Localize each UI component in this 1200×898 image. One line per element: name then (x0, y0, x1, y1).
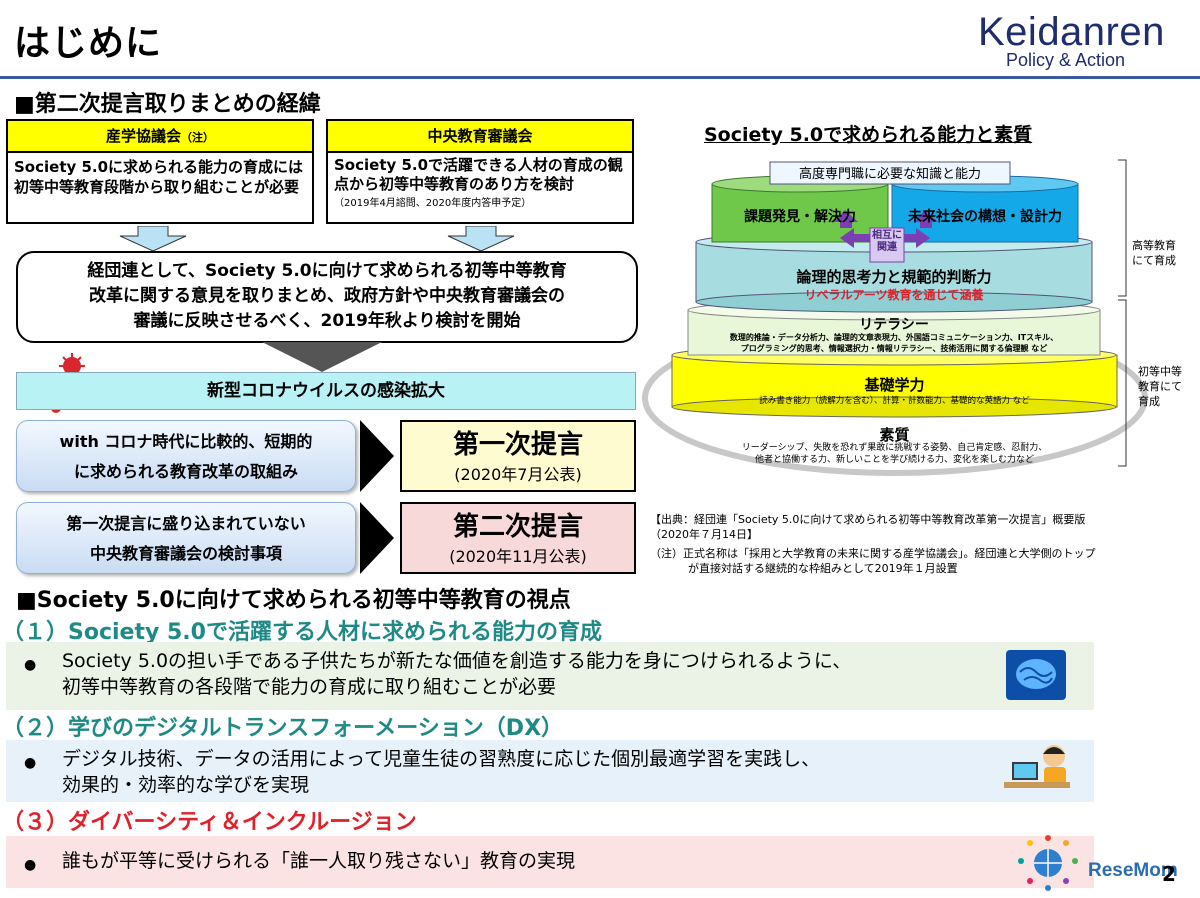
base-detail-line-2: 他者と協働する力、新しいことを学び続ける力、変化を楽しむ力など (754, 455, 1034, 465)
with-corona-line-2: に求められる教育改革の取組み (73, 462, 298, 481)
point3-line-1: 誰もが平等に受けられる「誰一人取り残さない」教育の実現 (62, 850, 576, 872)
point3-heading: （３）ダイバーシティ＆インクルージョン (2, 810, 417, 835)
diversity-globe-icon (1018, 835, 1078, 891)
header-divider (0, 76, 1200, 79)
mutual-label: 相互に 関連 (870, 230, 904, 254)
first-proposal-title: 第一次提言 (452, 430, 583, 460)
point2-line-1: デジタル技術、データの活用によって児童生徒の習熟度に応じた個別最適学習を実践し、 (62, 748, 821, 770)
point1-line-2: 初等中等教育の各段階で能力の育成に取り組むことが必要 (62, 676, 557, 698)
point1-heading: （１）Society 5.0で活躍する人材に求められる能力の育成 (2, 620, 602, 645)
base-detail-line-1: リーダーシップ、失敗を恐れず果敢に挑戦する姿勢、自己肯定感、忍耐力、 (741, 443, 1048, 453)
unaddressed-items-box: 第一次提言に盛り込まれていない 中央教育審議会の検討事項 (16, 502, 356, 574)
tier3-detail-line-1: 数理的推論・データ分析力、論理的文章表現力、外国語コミュニケーション力、ITスキ… (729, 333, 1059, 342)
bullet-icon: ● (24, 657, 37, 673)
k12-label: 初等中等 教育にて 育成 (1138, 364, 1182, 409)
study-line-1: 経団連として、Society 5.0に向けて求められる初等中等教育 (87, 261, 567, 281)
point2-band: ● デジタル技術、データの活用によって児童生徒の習熟度に応じた個別最適学習を実践… (6, 740, 1094, 802)
chukyoshin-title: 中央教育審議会 (328, 121, 632, 153)
resemom-watermark: ReseMom (1088, 860, 1178, 881)
base-label: 素質 (879, 426, 910, 444)
top-label: 高度専門職に必要な知識と能力 (798, 167, 981, 182)
point1-band: ● Society 5.0の担い手である子供たちが新たな価値を創造する能力を身に… (6, 642, 1094, 710)
ability-pyramid (642, 159, 1148, 476)
point2-heading: （２）学びのデジタルトランスフォーメーション（DX） (2, 716, 564, 741)
k12-line-3: 育成 (1138, 395, 1160, 408)
chukyoshin-body-wrap: Society 5.0で活躍できる人材の育成の観点から初等中等教育のあり方を検討… (328, 153, 632, 217)
study-line-2: 改革に関する意見を取りまとめ、政府方針や中央教育審議会の (89, 286, 565, 306)
page-number: 2 (1162, 862, 1176, 886)
tier4-detail: 読み書き能力（読解力を含む）、計算・計数能力、基礎的な英語力 など (759, 396, 1030, 406)
down-triangle-icon (262, 342, 382, 372)
base-detail: リーダーシップ、失敗を恐れず果敢に挑戦する姿勢、自己肯定感、忍耐力、 他者と協働… (672, 442, 1117, 466)
sangaku-title: 産学協議会 (105, 127, 181, 145)
source-line-2: （2020年７月14日】 (650, 528, 758, 541)
brain-icon (1006, 650, 1066, 700)
k12-line-1: 初等中等 (1138, 365, 1182, 378)
point1-line-1: Society 5.0の担い手である子供たちが新たな価値を創造する能力を身につけ… (62, 650, 852, 672)
section1-heading: ■第二次提言取りまとめの経緯 (14, 92, 321, 117)
unaddressed-line-2: 中央教育審議会の検討事項 (89, 544, 282, 563)
point3-band: ● 誰もが平等に受けられる「誰一人取り残さない」教育の実現 (6, 836, 1094, 888)
second-proposal-date: (2020年11月公表) (449, 547, 587, 566)
tier1-blue-label: 未来社会の構想・設計力 (908, 209, 1062, 225)
right-arrow-icon (360, 420, 394, 492)
keidanren-logo: Keidanren (978, 10, 1165, 54)
bullet-icon: ● (24, 857, 37, 873)
bullet-icon: ● (24, 755, 37, 771)
keidanren-study-box: 経団連として、Society 5.0に向けて求められる初等中等教育 改革に関する… (16, 251, 638, 343)
sangaku-box: 産学協議会（注） Society 5.0に求められる能力の育成には初等中等教育段… (6, 119, 314, 224)
with-corona-box: with コロナ時代に比較的、短期的 に求められる教育改革の取組み (16, 420, 356, 492)
first-proposal-box: 第一次提言 (2020年7月公表) (400, 420, 636, 492)
with-corona-line-1: with コロナ時代に比較的、短期的 (59, 432, 313, 451)
second-proposal-box: 第二次提言 (2020年11月公表) (400, 502, 636, 574)
down-arrow-icon (119, 226, 187, 252)
chukyoshin-body: Society 5.0で活躍できる人材の育成の観点から初等中等教育のあり方を検討 (334, 156, 623, 193)
tier3-detail-line-2: プログラミング的思考、情報選択力・情報リテラシー、技術活用に関する倫理観 など (740, 344, 1048, 353)
mutual-line-2: 関連 (877, 242, 897, 253)
student-laptop-icon (1004, 745, 1070, 788)
tier2-sub: リベラルアーツ教育を通じて涵養 (804, 288, 984, 302)
tier2-label: 論理的思考力と規範的判断力 (796, 268, 992, 286)
corona-bar: 新型コロナウイルスの感染拡大 (16, 372, 636, 410)
footnote-line-1: （注）正式名称は「採用と大学教育の未来に関する産学協議会」。経団連と大学側のトッ… (650, 547, 1096, 560)
mutual-line-1: 相互に (872, 230, 902, 241)
study-line-3: 審議に反映させるべく、2019年秋より検討を開始 (133, 311, 521, 331)
second-proposal-title: 第二次提言 (452, 512, 583, 542)
sangaku-box-head: 産学協議会（注） (8, 121, 312, 153)
higher-ed-line-1: 高等教育 (1132, 239, 1176, 252)
chukyoshin-box: 中央教育審議会 Society 5.0で活躍できる人材の育成の観点から初等中等教… (326, 119, 634, 224)
down-arrow-icon (447, 226, 515, 252)
footnote-line-2: が直接対話する継続的な枠組みとして2019年１月設置 (688, 562, 958, 575)
tier3-detail: 数理的推論・データ分析力、論理的文章表現力、外国語コミュニケーション力、ITスキ… (688, 332, 1100, 354)
tier1-green-label: 課題発見・解決力 (744, 209, 856, 225)
page-title: はじめに (14, 23, 163, 64)
source-line-1: 【出典：経団連「Society 5.0に向けて求められる初等中等教育改革第一次提… (650, 513, 1086, 526)
chukyoshin-note: （2019年4月諮問、2020年度内答申予定） (334, 198, 532, 209)
right-arrow-icon (360, 502, 394, 574)
source-note: 【出典：経団連「Society 5.0に向けて求められる初等中等教育改革第一次提… (650, 512, 1190, 576)
k12-line-2: 教育にて (1138, 380, 1182, 393)
tier4-label: 基礎学力 (864, 376, 925, 394)
point2-line-2: 効果的・効率的な学びを実現 (62, 774, 310, 796)
diagram-title: Society 5.0で求められる能力と素質 (704, 124, 1033, 146)
higher-ed-line-2: にて育成 (1132, 254, 1176, 267)
first-proposal-date: (2020年7月公表) (454, 465, 582, 484)
logo-tagline: Policy & Action (1006, 50, 1126, 70)
sangaku-body: Society 5.0に求められる能力の育成には初等中等教育段階から取り組むこと… (8, 153, 312, 201)
unaddressed-line-1: 第一次提言に盛り込まれていない (66, 514, 306, 533)
sangaku-note-mark: （注） (181, 131, 214, 144)
section2-heading: ■Society 5.0に向けて求められる初等中等教育の視点 (16, 588, 571, 613)
tier3-label: リテラシー (859, 317, 929, 333)
higher-ed-label: 高等教育 にて育成 (1132, 238, 1176, 268)
